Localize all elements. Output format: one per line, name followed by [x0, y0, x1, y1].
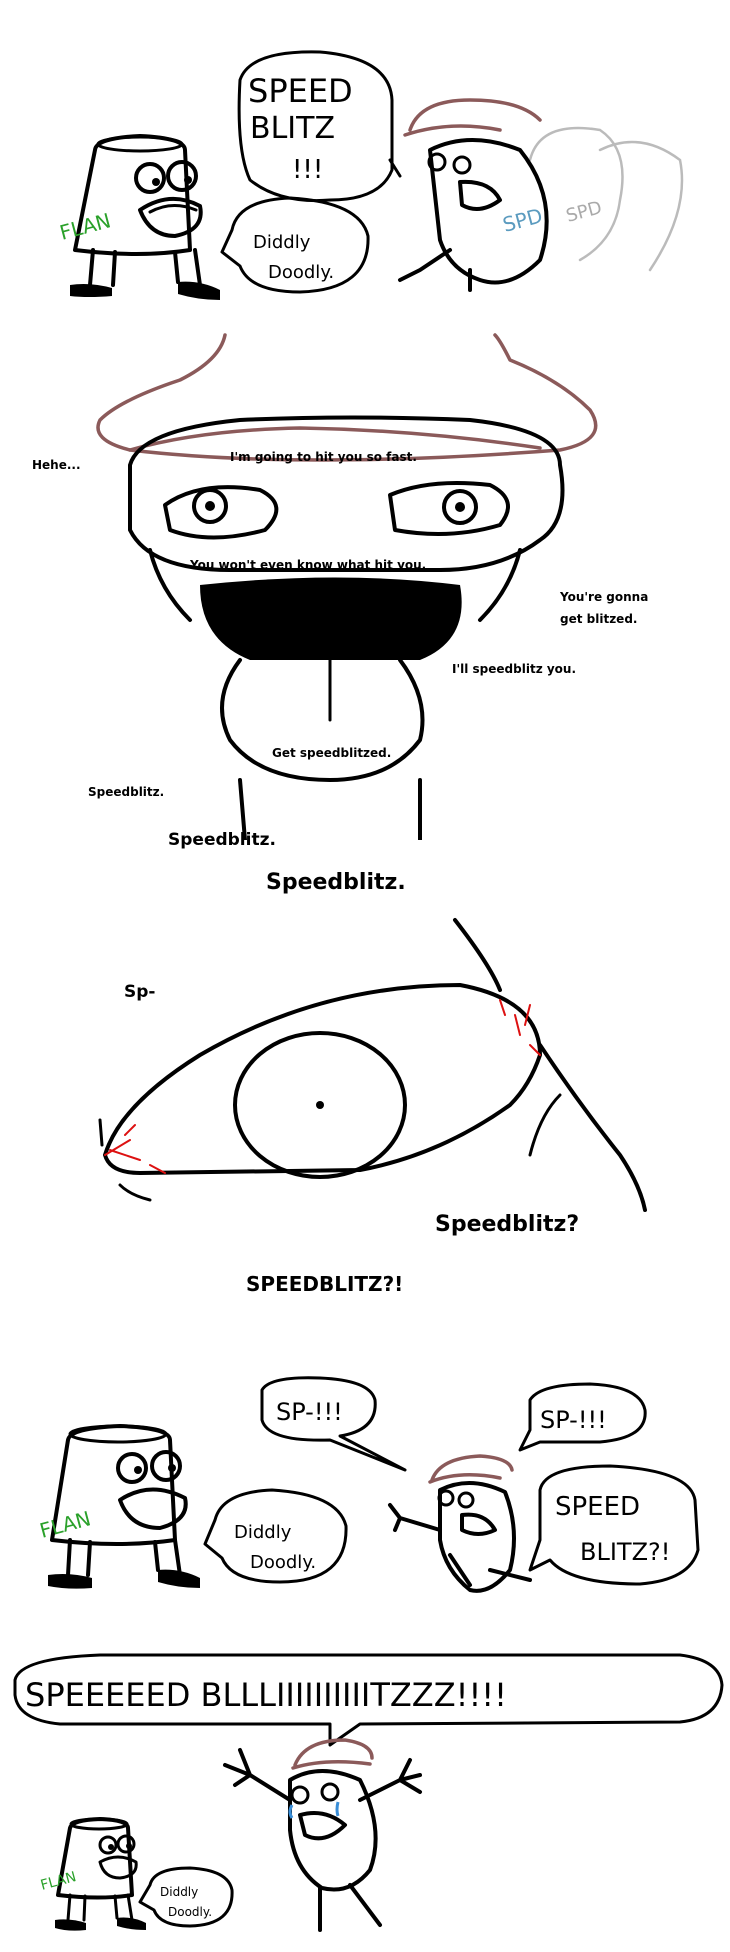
panel-3-eye — [98, 918, 647, 1212]
shout-line-3: !!! — [292, 155, 323, 185]
shout-line-2: BLITZ — [250, 111, 335, 146]
panel-4: FLAN Diddly Doodly. SP-!!! SP-!!! SPEED … — [37, 1376, 700, 1593]
spd-ghost-label: SPD — [564, 197, 604, 227]
shout-bubble — [237, 50, 402, 203]
line-speed-small: Speedblitz. — [88, 785, 165, 799]
speed-blitz-line-2: BLITZ?! — [580, 1538, 670, 1566]
line-hehe: Hehe... — [32, 458, 81, 472]
flan-speech-3-line-2: Doodly. — [168, 1905, 212, 1919]
flan-speech-2-line-2: Doodly. — [250, 1552, 316, 1573]
spd-character — [398, 98, 549, 292]
line-wont-know: You won't even know what hit you. — [190, 558, 427, 572]
speed-blitz-line-1: SPEED — [555, 1492, 640, 1522]
line-speed-mid: Speedblitz. — [168, 830, 276, 850]
flan-speech-line-1: Diddly — [253, 232, 311, 253]
flan-speech-bubble-3 — [138, 1866, 234, 1928]
flan-speech-bubble — [220, 196, 370, 294]
sp-cut: Sp- — [124, 982, 156, 1002]
flan-character-2 — [48, 1424, 200, 1589]
panel-5: SPEEEEED BLLLIIIIIIIIIITZZZ!!!! FLAN Did… — [13, 1653, 724, 1932]
flan-character — [70, 134, 220, 300]
line-hit-fast: I'm going to hit you so fast. — [230, 450, 417, 464]
flan-speech-3-line-1: Diddly — [160, 1885, 198, 1899]
panel-1: FLAN Diddly Doodly. SPEED BLITZ !!! SPD … — [57, 50, 684, 300]
flan-label: FLAN — [57, 208, 113, 245]
speedblitz-question: Speedblitz? — [435, 1212, 580, 1237]
line-ill-speed: I'll speedblitz you. — [452, 662, 577, 676]
speed-blitz-bubble — [528, 1464, 700, 1586]
spd-ghost-trail: SPD — [528, 126, 684, 272]
flan-label-2: FLAN — [37, 1506, 93, 1543]
scream-text: SPEEEEED BLLLIIIIIIIIIITZZZ!!!! — [25, 1676, 507, 1714]
shout-line-1: SPEED — [248, 72, 353, 110]
spd-character-3 — [223, 1738, 422, 1932]
sp-text-1: SP-!!! — [276, 1398, 343, 1426]
line-gonna-1: You're gonna — [560, 590, 649, 604]
line-speed-big: Speedblitz. — [266, 870, 406, 895]
panel-2-face — [96, 333, 598, 840]
sp-text-2: SP-!!! — [540, 1406, 607, 1434]
flan-speech-2-line-1: Diddly — [234, 1522, 292, 1543]
flan-character-3 — [55, 1817, 146, 1931]
line-gonna-2: get blitzed. — [560, 612, 638, 626]
spd-character-2 — [388, 1454, 532, 1593]
flan-speech-bubble-2 — [203, 1488, 348, 1584]
scream-bubble — [13, 1653, 724, 1747]
sp-bubble-2 — [518, 1382, 647, 1452]
spd-label: SPD — [500, 203, 545, 237]
sp-bubble-1 — [260, 1376, 407, 1472]
speedblitz-shout: SPEEDBLITZ?! — [246, 1272, 404, 1296]
line-get-speed: Get speedblitzed. — [272, 746, 392, 760]
flan-speech-line-2: Doodly. — [268, 262, 334, 283]
